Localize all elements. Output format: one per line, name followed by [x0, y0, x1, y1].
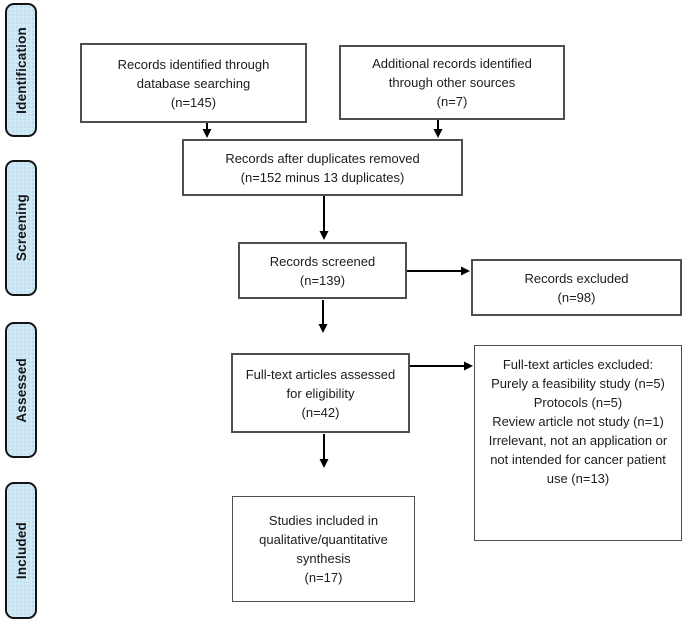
- stage-label-identification: Identification: [5, 3, 37, 137]
- box-studies-included-synthesis: Studies included in qualitative/quantita…: [232, 496, 415, 602]
- box-fulltext-excluded-text: Full-text articles excluded: Purely a fe…: [488, 357, 668, 486]
- stage-label-identification-text: Identification: [13, 26, 29, 114]
- stage-label-screening-text: Screening: [13, 194, 29, 262]
- box-additional-records-other-sources: Additional records identified through ot…: [339, 45, 565, 120]
- box-studies-included-synthesis-text: Studies included in qualitative/quantita…: [259, 513, 388, 585]
- box-records-screened-text: Records screened (n=139): [269, 253, 376, 288]
- box-additional-records-other-sources-text: Additional records identified through ot…: [372, 56, 532, 109]
- box-records-excluded: Records excluded (n=98): [471, 259, 682, 316]
- stage-label-assessed: Assessed: [5, 322, 37, 458]
- stage-label-assessed-text: Assessed: [13, 357, 29, 423]
- box-records-identified-database-text: Records identified through database sear…: [117, 56, 270, 110]
- box-records-after-duplicates-removed: Records after duplicates removed (n=152 …: [182, 139, 463, 196]
- stage-label-included: Included: [5, 482, 37, 619]
- stage-label-included-text: Included: [13, 521, 29, 580]
- box-fulltext-assessed: Full-text articles assessed for eligibil…: [231, 353, 410, 433]
- box-records-excluded-text: Records excluded (n=98): [524, 270, 629, 305]
- box-records-identified-database: Records identified through database sear…: [80, 43, 307, 123]
- box-fulltext-assessed-text: Full-text articles assessed for eligibil…: [245, 366, 396, 420]
- box-records-screened: Records screened (n=139): [238, 242, 407, 299]
- box-fulltext-excluded: Full-text articles excluded: Purely a fe…: [474, 345, 682, 541]
- box-records-after-duplicates-removed-text: Records after duplicates removed (n=152 …: [225, 150, 420, 185]
- stage-label-screening: Screening: [5, 160, 37, 296]
